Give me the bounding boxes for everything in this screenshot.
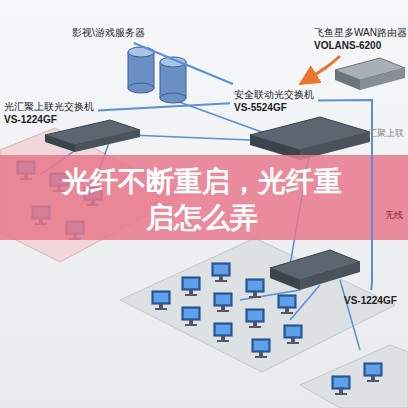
model-number: VS-5524GF: [234, 101, 314, 114]
model-number: 影视\游戏服务器: [72, 26, 145, 39]
model-number: VS-1224GF: [344, 294, 397, 307]
device-name: 飞鱼星多WAN路由器: [314, 26, 407, 39]
side-label: 无线: [385, 210, 403, 221]
model-number: VS-1224GF: [4, 113, 94, 126]
device-label: 飞鱼星多WAN路由器VOLANS-6200: [312, 24, 408, 54]
fiber-link: [134, 43, 233, 84]
fiber-link: [98, 103, 230, 110]
device-label: 光汇聚上联光交换机VS-1224GF: [2, 98, 96, 128]
model-number: VOLANS-6200: [314, 39, 407, 52]
banner-title: 光纤不断重启，光纤重启怎么弄: [57, 164, 347, 236]
link-arrow: [300, 56, 340, 84]
side-label: 汇聚上联: [368, 128, 404, 139]
device-label: VS-1224GF: [342, 292, 399, 309]
device-name: 光汇聚上联光交换机: [4, 100, 94, 113]
device-name: 安全联动光交换机: [234, 88, 314, 101]
device-label: 影视\游戏服务器: [70, 24, 147, 41]
device-label: 安全联动光交换机VS-5524GF: [232, 86, 316, 116]
